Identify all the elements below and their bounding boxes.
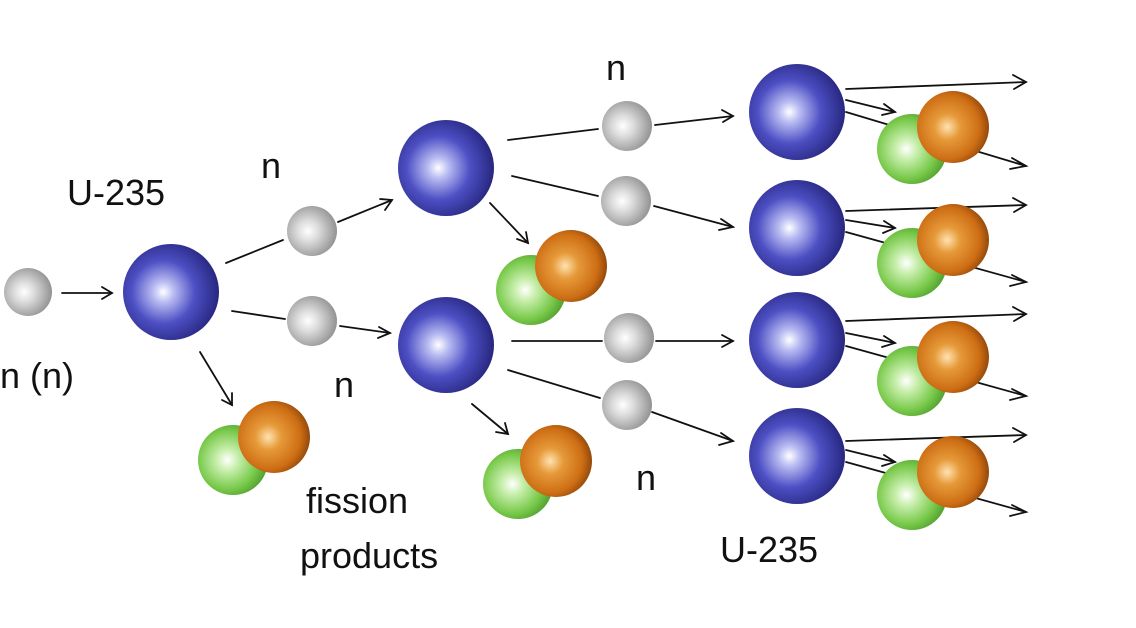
- uranium-nucleus: [749, 64, 845, 160]
- initial-neutron-label: n (n): [0, 355, 74, 396]
- arrow: [845, 306, 1028, 322]
- uranium-group: [123, 64, 845, 504]
- fission-product-orange: [238, 401, 310, 473]
- neutron-label: n: [606, 47, 626, 88]
- arrow: [489, 202, 530, 245]
- fission-product-orange: [535, 230, 607, 302]
- neutron: [287, 296, 337, 346]
- fission-product-orange: [520, 425, 592, 497]
- neutron: [601, 176, 651, 226]
- arrow: [654, 109, 735, 126]
- fission-product-orange: [917, 436, 989, 508]
- uranium-nucleus: [749, 292, 845, 388]
- neutron-group: [4, 101, 654, 430]
- uranium-label: U-235: [720, 529, 818, 570]
- neutron: [602, 101, 652, 151]
- fission-products-label-line1: fission: [306, 480, 408, 521]
- neutron: [4, 268, 52, 316]
- arrow: [511, 175, 599, 197]
- fission-products-group: [198, 91, 989, 530]
- arrow: [337, 198, 394, 223]
- fission-product-orange: [917, 91, 989, 163]
- arrow: [845, 197, 1028, 213]
- neutron: [604, 313, 654, 363]
- uranium-nucleus: [749, 180, 845, 276]
- arrow: [507, 369, 601, 399]
- neutron-label: n: [334, 364, 354, 405]
- arrow: [845, 449, 898, 467]
- arrow: [845, 74, 1028, 90]
- arrow: [199, 351, 233, 407]
- label-group: U-235 n (n) n n n n fission products U-2…: [0, 47, 818, 576]
- fission-products-label-line2: products: [300, 535, 438, 576]
- arrow: [845, 332, 898, 348]
- uranium-nucleus: [749, 408, 845, 504]
- neutron: [287, 206, 337, 256]
- fission-product-orange: [917, 321, 989, 393]
- uranium-nucleus: [123, 244, 219, 340]
- arrow: [651, 411, 736, 446]
- arrow: [339, 325, 393, 339]
- neutron-label: n: [261, 145, 281, 186]
- uranium-label: U-235: [67, 172, 165, 213]
- arrow: [845, 99, 898, 116]
- arrow: [471, 403, 510, 436]
- arrow: [507, 128, 599, 141]
- uranium-nucleus: [398, 120, 494, 216]
- neutron: [602, 380, 652, 430]
- arrow: [61, 286, 114, 300]
- neutron-label: n: [636, 457, 656, 498]
- arrow: [653, 205, 736, 231]
- fission-product-orange: [917, 204, 989, 276]
- arrow: [655, 334, 735, 348]
- uranium-nucleus: [398, 297, 494, 393]
- arrow: [225, 239, 284, 264]
- arrow: [231, 310, 286, 320]
- arrow: [845, 219, 897, 234]
- arrow: [845, 427, 1028, 443]
